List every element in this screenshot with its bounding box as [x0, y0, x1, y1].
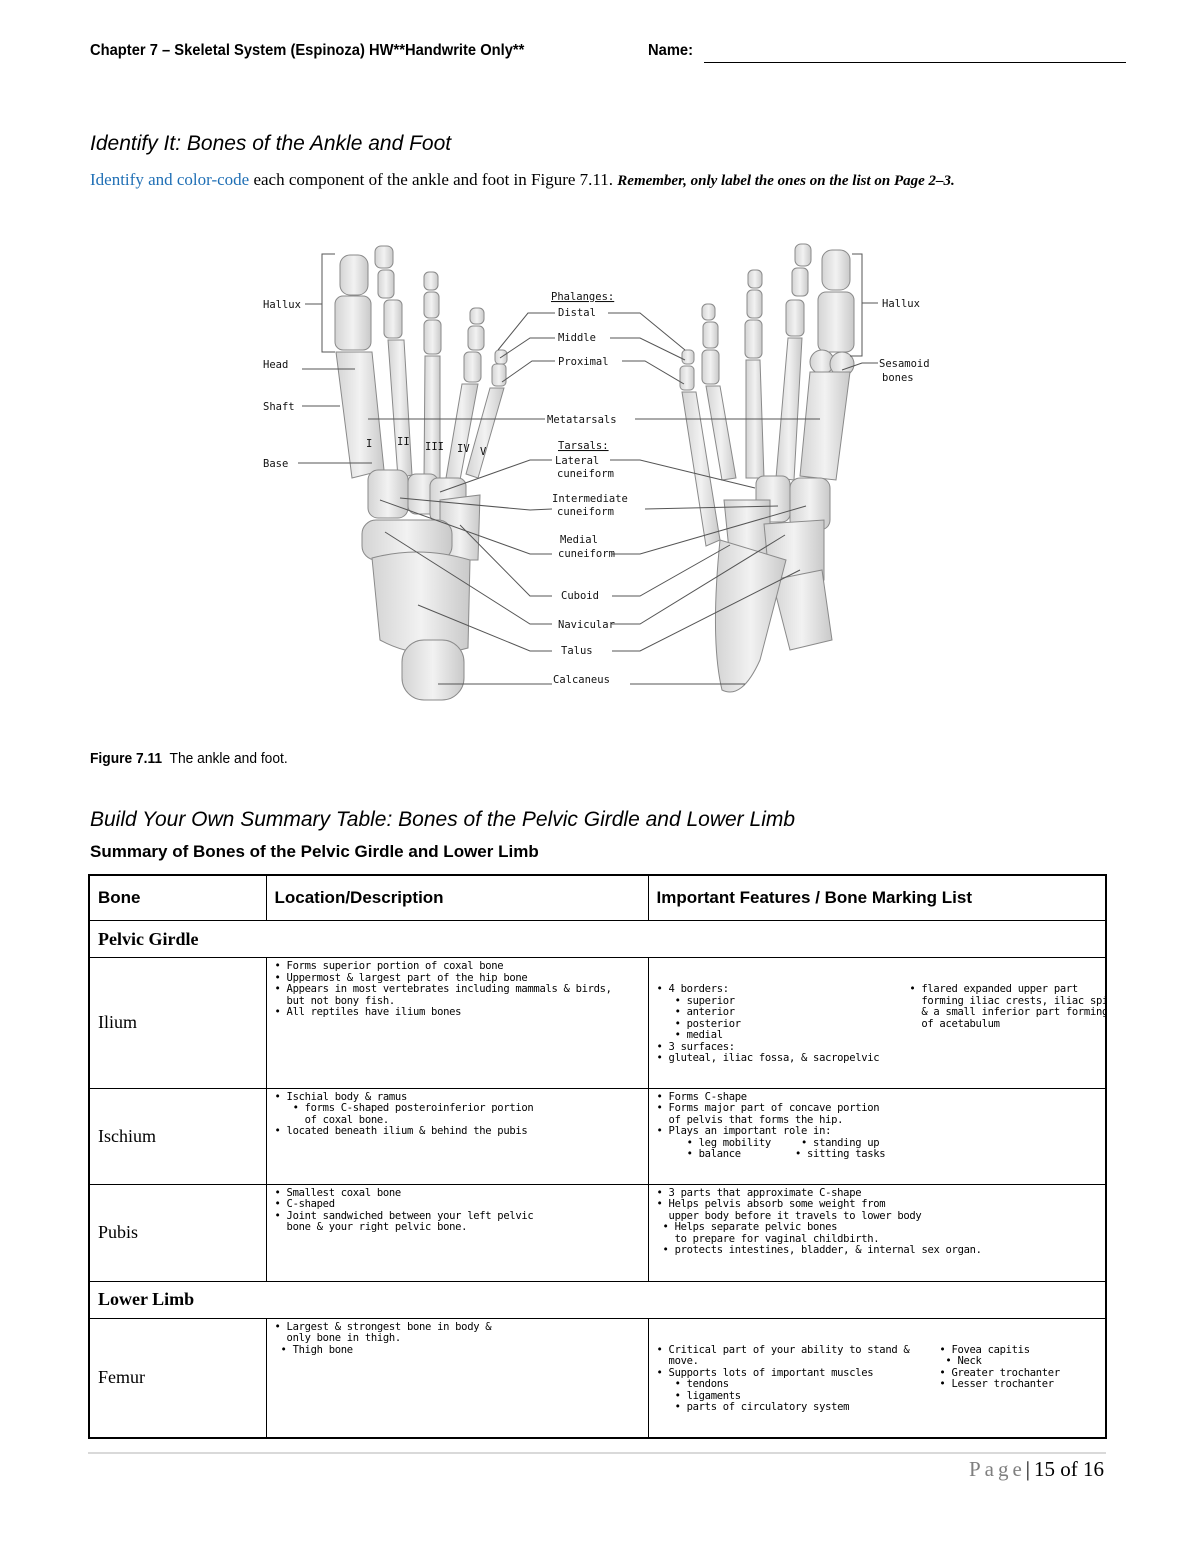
figure-caption-text: The ankle and foot. [169, 750, 288, 767]
label-sesamoid-1: Sesamoid [879, 358, 930, 370]
roman-numeral-2: II [397, 436, 410, 448]
label-intermediate-cuneiform-2: cuneiform [557, 506, 614, 518]
name-label: Name: [648, 42, 693, 59]
location-cell[interactable]: • Largest & strongest bone in body & onl… [265, 1317, 649, 1438]
label-hallux-right: Hallux [882, 298, 920, 310]
label-metatarsals: Metatarsals [547, 414, 617, 426]
features-cell[interactable]: • 3 parts that approximate C-shape • Hel… [647, 1183, 1107, 1282]
roman-numeral-5: V [480, 446, 487, 458]
summary-table: Bone Location/Description Important Feat… [88, 874, 1107, 1439]
right-foot-illustration [679, 243, 855, 693]
features-col-2: • flared expanded upper part forming ili… [909, 983, 1106, 1030]
label-shaft: Shaft [263, 401, 295, 413]
figure-caption-label: Figure 7.11 [90, 750, 163, 767]
group-label: Lower Limb [88, 1280, 1107, 1319]
section-instructions: Identify and color-code each component o… [90, 166, 1090, 195]
section-title-ankle-foot: Identify It: Bones of the Ankle and Foot [90, 132, 452, 155]
roman-numeral-1: I [366, 438, 372, 450]
name-blank-line[interactable] [704, 62, 1126, 63]
features-col-2: • Fovea capitis • Neck • Greater trochan… [939, 1343, 1060, 1390]
label-intermediate-cuneiform-1: Intermediate [552, 493, 628, 505]
label-navicular: Navicular [558, 619, 615, 631]
features-cell[interactable]: • Forms C-shape • Forms major part of co… [647, 1087, 1107, 1185]
label-hallux-left: Hallux [263, 299, 301, 311]
col-header-location: Location/Description [265, 874, 649, 921]
section-title-summary-table: Build Your Own Summary Table: Bones of t… [90, 808, 796, 831]
roman-numeral-4: IV [457, 443, 470, 455]
table-row: Ilium • Forms superior portion of coxal … [88, 957, 1107, 1089]
label-sesamoid-2: bones [882, 372, 914, 384]
bone-name: Ilium [88, 957, 267, 1089]
col-header-bone: Bone [88, 874, 267, 921]
table-row: Pubis • Smallest coxal bone • C-shaped •… [88, 1183, 1107, 1282]
bone-name: Pubis [88, 1183, 267, 1282]
label-calcaneus: Calcaneus [553, 674, 610, 686]
location-cell[interactable]: • Smallest coxal bone • C-shaped • Joint… [265, 1183, 649, 1282]
roman-numeral-3: III [425, 441, 444, 453]
foot-bones-figure: Hallux Head Shaft Base Phalanges: Distal… [263, 243, 930, 701]
table-header-row: Bone Location/Description Important Feat… [88, 874, 1107, 921]
label-distal: Distal [558, 307, 596, 319]
location-cell[interactable]: • Ischial body & ramus • forms C-shaped … [265, 1087, 649, 1185]
page-separator: | [1025, 1457, 1030, 1481]
table-row: Femur • Largest & strongest bone in body… [88, 1317, 1107, 1438]
group-row-pelvic-girdle: Pelvic Girdle [88, 920, 1107, 958]
instruction-highlight: Identify and color-code [90, 170, 250, 189]
page-footer: Page|15 of 16 [969, 1457, 1104, 1482]
page-word: Page [968, 1457, 1026, 1481]
table-row: Ischium • Ischial body & ramus • forms C… [88, 1087, 1107, 1185]
features-col-1: • 4 borders: • superior • anterior • pos… [656, 983, 880, 1064]
label-medial-cuneiform-1: Medial [560, 534, 598, 546]
group-label: Pelvic Girdle [88, 920, 1107, 958]
label-phalanges: Phalanges: [551, 291, 614, 303]
group-row-lower-limb: Lower Limb [88, 1280, 1107, 1319]
footer-divider [88, 1452, 1106, 1454]
bone-name: Femur [88, 1317, 267, 1438]
figure-caption: Figure 7.11 The ankle and foot. [90, 750, 288, 767]
label-talus: Talus [561, 645, 593, 657]
label-head: Head [263, 359, 288, 371]
col-header-features: Important Features / Bone Marking List [647, 874, 1107, 921]
page-number: 15 of 16 [1034, 1457, 1104, 1481]
label-cuboid: Cuboid [561, 590, 599, 602]
features-col-1: • Critical part of your ability to stand… [656, 1343, 910, 1413]
location-cell[interactable]: • Forms superior portion of coxal bone •… [265, 957, 649, 1089]
document-header-title: Chapter 7 – Skeletal System (Espinoza) H… [90, 42, 525, 59]
label-base: Base [263, 458, 288, 470]
features-cell[interactable]: • 4 borders: • superior • anterior • pos… [647, 957, 1107, 1089]
label-lateral-cuneiform-2: cuneiform [557, 468, 614, 480]
label-medial-cuneiform-2: cuneiform [558, 548, 615, 560]
instruction-note: Remember, only label the ones on the lis… [617, 173, 955, 189]
instruction-text: each component of the ankle and foot in … [249, 170, 618, 189]
left-foot-illustration [334, 245, 508, 701]
bone-name: Ischium [88, 1087, 267, 1185]
label-middle: Middle [558, 332, 596, 344]
label-lateral-cuneiform-1: Lateral [555, 455, 599, 467]
features-cell[interactable]: • Critical part of your ability to stand… [647, 1317, 1107, 1438]
table-subtitle: Summary of Bones of the Pelvic Girdle an… [90, 842, 539, 861]
label-tarsals: Tarsals: [558, 440, 609, 452]
label-proximal: Proximal [558, 356, 609, 368]
